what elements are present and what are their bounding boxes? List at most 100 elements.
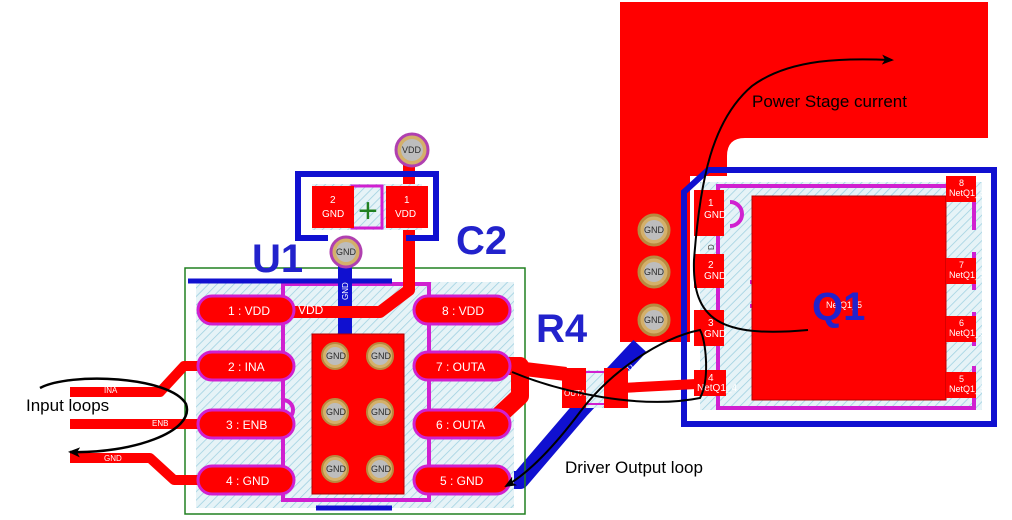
svg-text:1 : VDD: 1 : VDD <box>228 304 270 318</box>
svg-text:OUTA: OUTA <box>564 389 586 398</box>
q1-silk-notch <box>729 200 744 228</box>
svg-text:6 : OUTA: 6 : OUTA <box>436 418 485 432</box>
q1-tab-net-label: NetQ1_5 <box>826 300 862 310</box>
r4-to-q1-gate-trace <box>621 379 697 393</box>
driver-output-label: Driver Output loop <box>565 458 703 477</box>
designator-c2: C2 <box>456 219 507 263</box>
svg-text:7: 7 <box>959 260 964 270</box>
gnd-input-net-label: GND <box>104 454 122 463</box>
svg-text:GND: GND <box>336 247 357 257</box>
q1-drain-tab <box>751 195 947 401</box>
svg-text:VDD: VDD <box>395 209 416 220</box>
u1-thermal-via-5: GND <box>321 455 349 483</box>
svg-text:GND: GND <box>704 271 726 282</box>
u1-pin-7[interactable]: 7 : OUTA <box>412 350 512 382</box>
gnd-input-trace <box>70 453 214 485</box>
u1-pin-8[interactable]: 8 : VDD <box>412 294 512 326</box>
q1-pad-gap-a <box>948 230 976 252</box>
svg-text:NetQ1_4: NetQ1_4 <box>697 383 737 394</box>
designator-u1: U1 <box>252 237 303 281</box>
svg-text:7 : OUTA: 7 : OUTA <box>436 360 485 374</box>
u1-thermal-via-1: GND <box>321 342 349 370</box>
svg-text:GND: GND <box>322 209 344 220</box>
vdd-via: VDD <box>394 132 430 168</box>
q1-pad-6[interactable]: 6 NetQ1_5 <box>946 316 985 342</box>
u1-pin-1[interactable]: 1 : VDD <box>196 294 296 326</box>
c2-pad-2[interactable]: 2 GND <box>312 186 354 228</box>
svg-text:8 : VDD: 8 : VDD <box>442 304 484 318</box>
svg-text:GND: GND <box>326 351 347 361</box>
c2-pad-1[interactable]: 1 VDD <box>386 186 428 228</box>
svg-text:4 : GND: 4 : GND <box>226 474 270 488</box>
q1-side-d-label: D <box>707 244 716 250</box>
u1-pin-4[interactable]: 4 : GND <box>196 464 296 496</box>
designator-q1: Q1 <box>812 285 865 329</box>
q1-pad-2[interactable]: 2 GND <box>694 254 726 288</box>
power-plane-gnd-via-1: GND <box>637 213 671 247</box>
svg-text:1: 1 <box>404 195 410 206</box>
svg-text:3: 3 <box>708 318 714 329</box>
svg-text:GND: GND <box>644 225 665 235</box>
input-loops-label: Input loops <box>26 396 109 415</box>
svg-text:3 : ENB: 3 : ENB <box>226 418 267 432</box>
ina-net-label: INA <box>104 386 118 395</box>
vdd-trace-label: VDD <box>298 303 324 317</box>
svg-text:NetQ1_5: NetQ1_5 <box>949 328 985 338</box>
svg-text:NetQ1_5: NetQ1_5 <box>949 270 985 280</box>
svg-text:6: 6 <box>959 318 964 328</box>
q1-pad-4[interactable]: 4 NetQ1_4 <box>694 370 737 396</box>
svg-text:GND: GND <box>326 464 347 474</box>
q1-pad-3[interactable]: 3 GND <box>694 310 726 346</box>
q1-pad-5[interactable]: 5 NetQ1_5 <box>946 372 985 398</box>
svg-text:VDD: VDD <box>402 145 422 155</box>
driver-output-loop-arrow <box>504 328 708 488</box>
r4-pad-1[interactable]: OUTA <box>562 368 586 408</box>
svg-text:GND: GND <box>704 329 726 340</box>
svg-text:8: 8 <box>959 178 964 188</box>
power-stage-current-arrow <box>692 54 894 333</box>
svg-text:NetQ1_5: NetQ1_5 <box>949 384 985 394</box>
svg-text:2: 2 <box>330 195 336 206</box>
svg-text:GND: GND <box>371 407 392 417</box>
u1-pin-2[interactable]: 2 : INA <box>196 350 296 382</box>
power-plane-gnd-via-2: GND <box>637 255 671 289</box>
u1-pin-3[interactable]: 3 : ENB <box>196 408 296 440</box>
svg-text:GND: GND <box>326 407 347 417</box>
power-stage-label: Power Stage current <box>752 92 907 111</box>
power-stage-copper-plane <box>620 2 988 342</box>
svg-text:GND: GND <box>704 210 726 221</box>
u1-thermal-via-4: GND <box>366 398 394 426</box>
svg-text:GND: GND <box>644 267 665 277</box>
svg-text:GND: GND <box>371 351 392 361</box>
u1-thermal-via-3: GND <box>321 398 349 426</box>
u1-thermal-via-2: GND <box>366 342 394 370</box>
svg-text:2 : INA: 2 : INA <box>228 360 265 374</box>
q1-pad-7[interactable]: 7 NetQ1_5 <box>946 258 985 284</box>
vcc-net-label: VCC <box>393 239 402 256</box>
svg-text:5: 5 <box>959 374 964 384</box>
c2-bottom-outline <box>295 171 439 241</box>
u1-pin-5[interactable]: 5 : GND <box>412 464 512 496</box>
designator-r4: R4 <box>536 307 588 351</box>
u1-silk-outline <box>281 282 431 502</box>
q1-pad-gap-b <box>948 290 976 312</box>
svg-text:5 : GND: 5 : GND <box>440 474 484 488</box>
svg-text:GND: GND <box>644 315 665 325</box>
svg-text:NetQ1_5: NetQ1_5 <box>949 188 985 198</box>
enb-net-label: ENB <box>152 419 168 428</box>
svg-text:GND: GND <box>371 464 392 474</box>
c2-gnd-via: GND <box>329 235 363 269</box>
svg-text:1: 1 <box>708 198 714 209</box>
u1-pin-6[interactable]: 6 : OUTA <box>412 408 512 440</box>
u1-thermal-via-6: GND <box>366 455 394 483</box>
input-loop-arrow <box>39 377 189 458</box>
q1-pad-gap-c <box>948 346 976 366</box>
gnd-stem-label: GND <box>341 282 350 300</box>
c2-polarity-mark: + <box>358 192 378 230</box>
power-plane-gnd-via-3: GND <box>637 303 671 337</box>
svg-text:2: 2 <box>708 260 714 271</box>
svg-text:4: 4 <box>708 373 714 384</box>
q1-pad-8[interactable]: 8 NetQ1_5 <box>946 176 985 202</box>
